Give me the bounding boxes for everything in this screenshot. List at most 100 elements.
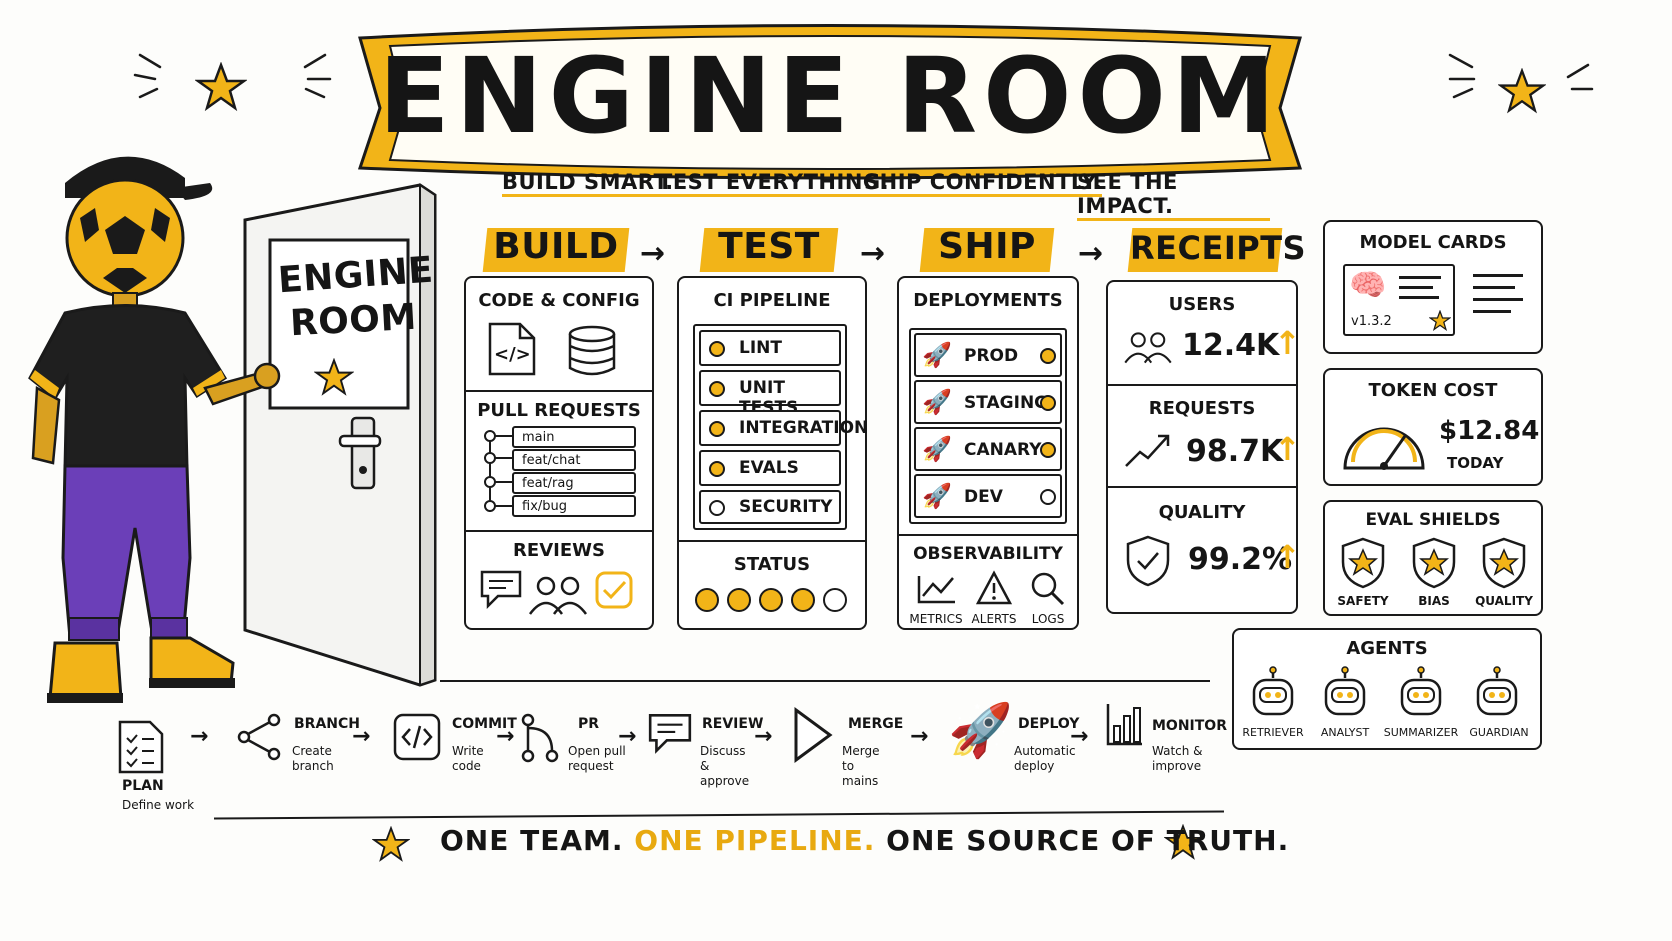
reviews-title: REVIEWS — [513, 540, 605, 561]
check-row: EVALS — [699, 450, 841, 486]
up-arrow-icon: ↑ — [1274, 430, 1301, 468]
token-cost-value: $12.84 — [1439, 416, 1540, 446]
obs-label: ALERTS — [971, 612, 1017, 626]
status-title: STATUS — [733, 554, 811, 575]
flow-label: PLAN — [122, 778, 164, 794]
flow-sub: Write code — [452, 744, 484, 773]
flow-sub: Open pull request — [568, 744, 626, 773]
check-row: SECURITY — [699, 490, 841, 524]
status-dot — [727, 588, 751, 612]
search-icon — [1031, 572, 1065, 606]
arrow-icon: → — [910, 724, 929, 749]
card-lines — [1473, 286, 1515, 289]
status-dot — [1040, 442, 1056, 458]
check-label: LINT — [739, 338, 782, 358]
chat-icon — [480, 570, 522, 610]
status-dot — [1040, 348, 1056, 364]
footer-slogan: ONE TEAM. ONE PIPELINE. ONE SOURCE OF TR… — [440, 824, 1289, 857]
flow-label: PR — [578, 716, 600, 732]
code-icon — [393, 713, 441, 761]
chat-icon — [648, 713, 692, 754]
branch-icon — [237, 713, 281, 761]
rocket-icon: 🚀 — [922, 341, 952, 369]
arrow-icon: → — [1070, 724, 1089, 749]
title-banner — [357, 24, 1303, 180]
branch-row: main — [512, 426, 636, 448]
arrow-icon: → — [1078, 236, 1104, 271]
branch-name: feat/rag — [522, 476, 574, 491]
status-dot — [709, 421, 725, 437]
star-icon — [372, 826, 410, 862]
code-glyph: </> — [494, 344, 531, 365]
robot-icon — [1324, 666, 1366, 716]
branch-name: main — [522, 430, 555, 445]
arrow-icon: → — [618, 724, 637, 749]
arrow-icon: → — [640, 236, 666, 271]
branch-name: feat/chat — [522, 453, 581, 468]
env-row: 🚀STAGING — [914, 380, 1062, 424]
agent-label: GUARDIAN — [1469, 726, 1529, 739]
tagline-row: BUILD SMART. TEST EVERYTHING. SHIP CONFI… — [490, 168, 1270, 221]
robot-icon — [1400, 666, 1442, 716]
stage-test: TEST — [718, 226, 820, 267]
bar-chart-icon — [1106, 704, 1142, 746]
deployments-title: DEPLOYMENTS — [913, 290, 1063, 311]
shield-icon — [1126, 535, 1170, 587]
tagline: BUILD SMART. — [502, 170, 674, 197]
eval-shields-title: EVAL SHIELDS — [1365, 510, 1501, 530]
rocket-icon: 🚀 — [922, 482, 952, 510]
tagline: TEST EVERYTHING. — [658, 170, 890, 197]
code-config-title: CODE & CONFIG — [478, 290, 640, 311]
status-dot — [791, 588, 815, 612]
stage-ship: SHIP — [938, 226, 1036, 267]
page-title: ENGINE ROOM — [378, 35, 1282, 157]
status-dot — [709, 341, 725, 357]
arrow-icon: → — [352, 724, 371, 749]
alert-icon — [975, 570, 1013, 605]
model-cards-panel: MODEL CARDS 🧠 v1.3.2 — [1323, 220, 1543, 354]
star-icon — [1164, 824, 1202, 860]
status-dot — [709, 381, 725, 397]
door-sign-line2: ROOM — [289, 296, 418, 345]
status-dot — [695, 588, 719, 612]
branch-name: fix/bug — [522, 499, 568, 514]
shield-star-icon — [1341, 537, 1385, 589]
status-dot-empty — [823, 588, 847, 612]
star-icon — [1498, 68, 1546, 114]
flow-sub: Define work — [122, 798, 195, 812]
flow-sub: Merge to mains — [842, 744, 880, 788]
stage-build: BUILD — [493, 226, 619, 267]
agents-title: AGENTS — [1346, 638, 1428, 659]
shield-star-icon — [1482, 537, 1526, 589]
observability-title: OBSERVABILITY — [913, 544, 1063, 564]
sparkle-lines — [1448, 53, 1476, 99]
check-row: UNIT TESTS — [699, 370, 841, 418]
model-version: v1.3.2 — [1351, 314, 1392, 329]
star-icon — [1429, 310, 1451, 332]
shield-label: QUALITY — [1475, 594, 1533, 608]
file-code-icon — [488, 322, 536, 376]
flow-sub: Automatic deploy — [1014, 744, 1076, 773]
tagline: SEE THE IMPACT. — [1077, 170, 1270, 221]
model-cards-title: MODEL CARDS — [1359, 232, 1507, 253]
users-title: USERS — [1168, 294, 1236, 315]
sparkle-lines — [303, 53, 332, 99]
ship-panel: DEPLOYMENTS 🚀PROD 🚀STAGING 🚀CANARY 🚀DEV … — [897, 276, 1079, 630]
arrow-icon: → — [860, 236, 886, 271]
obs-label: LOGS — [1031, 612, 1065, 626]
flow-label: MERGE — [848, 716, 904, 732]
quality-value: 99.2% — [1188, 542, 1293, 577]
status-dot — [709, 461, 725, 477]
check-label: INTEGRATION — [739, 418, 869, 438]
shield-label: SAFETY — [1337, 594, 1389, 608]
footer-part1: ONE TEAM. — [440, 824, 624, 857]
metrics-icon — [917, 576, 955, 604]
up-arrow-icon: ↑ — [1274, 324, 1301, 362]
agent-label: ANALYST — [1320, 726, 1370, 739]
robot-icon — [1476, 666, 1518, 716]
env-label: STAGING — [964, 393, 1049, 413]
robot-icon — [1252, 666, 1294, 716]
status-dot — [759, 588, 783, 612]
env-list: 🚀PROD 🚀STAGING 🚀CANARY 🚀DEV — [909, 328, 1067, 524]
play-icon — [794, 707, 833, 763]
